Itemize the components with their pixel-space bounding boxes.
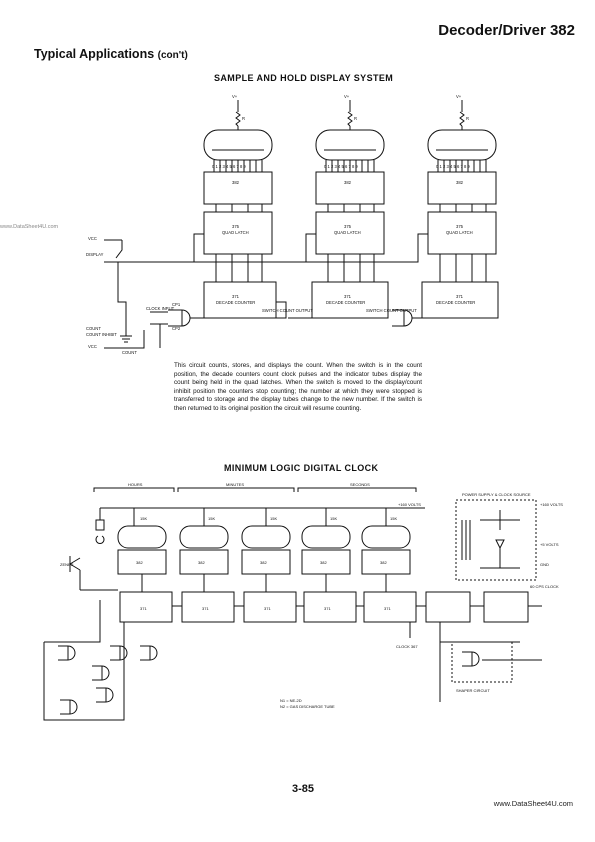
footer-watermark: www.DataSheet4U.com bbox=[493, 799, 573, 808]
latch-chip-1: 375 bbox=[232, 224, 240, 229]
count-label: COUNT bbox=[86, 326, 101, 331]
figure1-caption: This circuit counts, stores, and display… bbox=[174, 362, 422, 412]
decoder-chip-label-1: 382 bbox=[136, 560, 143, 565]
vplus-label-3: V+ bbox=[456, 94, 462, 99]
decoder-chip-label-4: 382 bbox=[320, 560, 327, 565]
latch-chip-2: 375 bbox=[344, 224, 352, 229]
clock-digit-1 bbox=[117, 508, 173, 623]
cp1-label: CP1 bbox=[172, 302, 181, 307]
clock-input-label: CLOCK INPUT bbox=[146, 306, 175, 311]
display-channel-2 bbox=[311, 100, 389, 319]
latch-name-2: QUAD LATCH bbox=[334, 230, 361, 235]
minutes-label: MINUTES bbox=[226, 482, 244, 487]
display-channel-3 bbox=[421, 100, 499, 319]
counter-name-1: DECADE COUNTER bbox=[216, 300, 255, 305]
cps60-label: 60 CPS CLOCK bbox=[530, 584, 559, 589]
section-title-suffix: (con't) bbox=[157, 50, 188, 61]
figure1-title: SAMPLE AND HOLD DISPLAY SYSTEM bbox=[214, 73, 394, 83]
resistor-label-1: R bbox=[242, 116, 245, 121]
latch-name-3: QUAD LATCH bbox=[446, 230, 473, 235]
page-number: 3-85 bbox=[292, 783, 315, 795]
v5-label: +5 VOLTS bbox=[540, 542, 559, 547]
resistor-label-3: R bbox=[466, 116, 469, 121]
seconds-label: SECONDS bbox=[350, 482, 370, 487]
resistor-value-3: 15K bbox=[270, 516, 277, 521]
decoder-chip-1: 382 bbox=[232, 180, 240, 185]
count-label-bottom: COUNT bbox=[122, 350, 137, 355]
note1-label: N1 = NE-2D bbox=[280, 698, 302, 703]
counter-chip-2: 371 bbox=[344, 294, 352, 299]
counter-chip-label-3: 371 bbox=[264, 606, 271, 611]
counter-chip-label-2: 371 bbox=[202, 606, 209, 611]
vplus-label-2: V+ bbox=[344, 94, 350, 99]
zener-label: ZENER bbox=[60, 562, 74, 567]
counter-chip-3: 371 bbox=[456, 294, 464, 299]
clock-digit-2 bbox=[179, 508, 235, 623]
resistor-value-2: 15K bbox=[208, 516, 215, 521]
tube-digits-1: 0 1 2 3 4 5 6 7 8 9 bbox=[212, 164, 246, 169]
display-channel-1 bbox=[203, 100, 277, 319]
clock-label: CLOCK 367 bbox=[396, 644, 418, 649]
hours-label: HOURS bbox=[128, 482, 143, 487]
v170-label: +160 VOLTS bbox=[540, 502, 563, 507]
counter-chip-label-4: 371 bbox=[324, 606, 331, 611]
latch-name-1: QUAD LATCH bbox=[222, 230, 249, 235]
decoder-chip-label-2: 382 bbox=[198, 560, 205, 565]
tube-digits-2: 0 1 2 3 4 5 6 7 8 9 bbox=[324, 164, 358, 169]
display-label: DISPLAY bbox=[86, 252, 104, 257]
note2-label: N2 = GAS DISCHARGE TUBE bbox=[280, 704, 335, 709]
clock-digit-4 bbox=[301, 508, 357, 623]
resistor-label-2: R bbox=[354, 116, 357, 121]
side-watermark: www.DataSheet4U.com bbox=[0, 224, 59, 230]
page-header-title: Decoder/Driver 382 bbox=[438, 22, 575, 39]
figure2-title: MINIMUM LOGIC DIGITAL CLOCK bbox=[224, 463, 379, 473]
decoder-chip-label-5: 382 bbox=[380, 560, 387, 565]
count-inhibit-label: COUNT INHIBIT bbox=[86, 332, 117, 337]
decoder-chip-label-3: 382 bbox=[260, 560, 267, 565]
counter-name-2: DECADE COUNTER bbox=[326, 300, 365, 305]
cp2-label: CP2 bbox=[172, 326, 181, 331]
clock-prescaler bbox=[425, 591, 529, 623]
switch-count-output-2: SWITCH COUNT OUTPUT bbox=[366, 308, 417, 313]
decoder-chip-3: 382 bbox=[456, 180, 464, 185]
counter-chip-1: 371 bbox=[232, 294, 240, 299]
vcc-label-bottom: VCC bbox=[88, 344, 97, 349]
counter-chip-label-1: 371 bbox=[140, 606, 147, 611]
counter-chip-label-5: 371 bbox=[384, 606, 391, 611]
vcc-label-top: VCC bbox=[88, 236, 97, 241]
section-title: Typical Applications (con't) bbox=[34, 47, 188, 61]
power-title: POWER SUPPLY & CLOCK SOURCE bbox=[462, 492, 531, 497]
latch-chip-3: 375 bbox=[456, 224, 464, 229]
volts-label: +160 VOLTS bbox=[398, 502, 421, 507]
resistor-value-5: 15K bbox=[390, 516, 397, 521]
clock-digit-3 bbox=[241, 508, 297, 623]
section-title-text: Typical Applications bbox=[34, 47, 155, 61]
vplus-label-1: V+ bbox=[232, 94, 238, 99]
gnd-label: GND bbox=[540, 562, 549, 567]
counter-name-3: DECADE COUNTER bbox=[436, 300, 475, 305]
resistor-value-4: 15K bbox=[330, 516, 337, 521]
decoder-chip-2: 382 bbox=[344, 180, 352, 185]
switch-count-output-1: SWITCH COUNT OUTPUT bbox=[262, 308, 313, 313]
clock-digit-5 bbox=[361, 508, 417, 623]
resistor-value-1: 15K bbox=[140, 516, 147, 521]
shaper-label: SHAPER CIRCUIT bbox=[456, 688, 490, 693]
tube-digits-3: 0 1 2 3 4 5 6 7 8 9 bbox=[436, 164, 470, 169]
